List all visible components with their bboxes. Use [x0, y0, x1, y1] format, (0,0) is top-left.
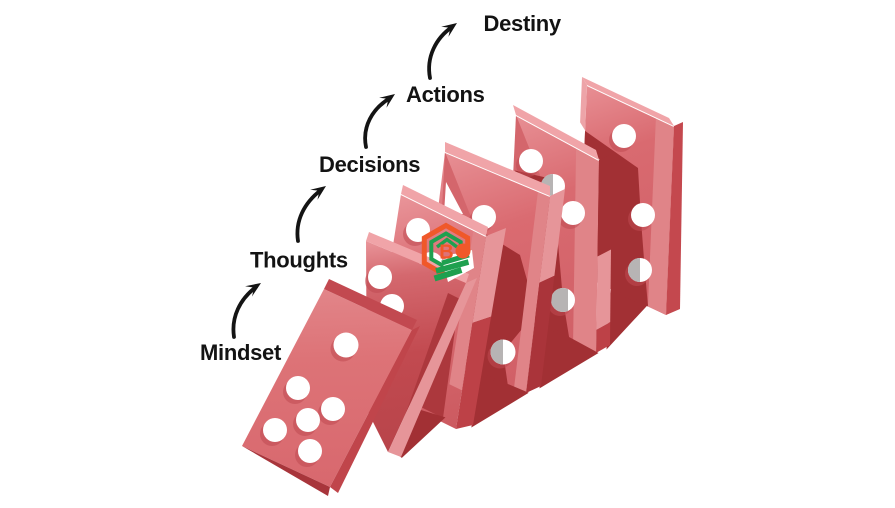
- svg-text:Thoughts: Thoughts: [250, 248, 348, 273]
- svg-text:Mindset: Mindset: [200, 340, 282, 365]
- svg-text:B: B: [439, 242, 453, 264]
- svg-text:Decisions: Decisions: [319, 152, 420, 177]
- svg-text:Actions: Actions: [406, 82, 485, 107]
- svg-text:Destiny: Destiny: [484, 11, 562, 36]
